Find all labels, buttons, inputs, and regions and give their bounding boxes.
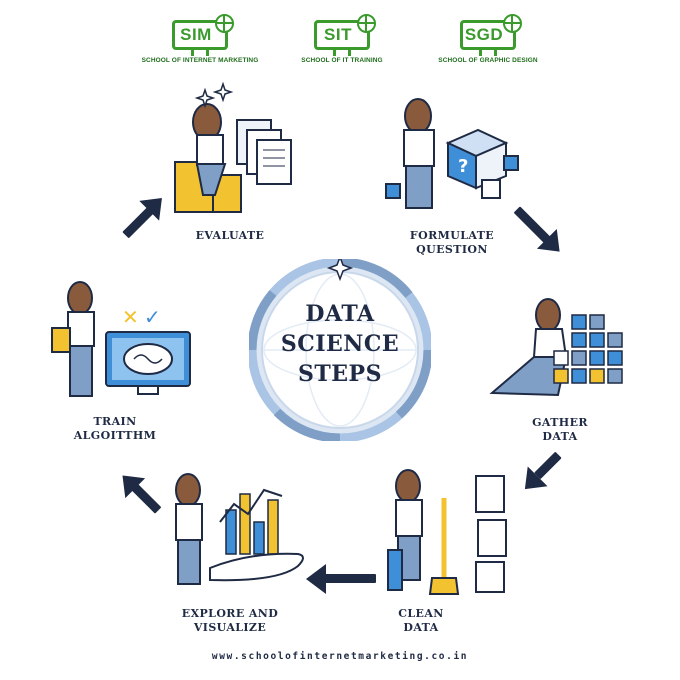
logo-subtitle: SCHOOL OF IT TRAINING <box>301 57 383 64</box>
hand-icon <box>209 552 304 582</box>
page-title: DATA SCIENCE STEPS <box>280 301 400 387</box>
monitor-logo-icon: SGD <box>460 14 522 50</box>
evaluate-illustration <box>174 81 292 213</box>
document-icon <box>236 119 292 185</box>
step-label-evaluate: EVALUATE <box>195 229 265 242</box>
globe-icon <box>215 14 234 33</box>
svg-text:?: ? <box>458 156 468 177</box>
x-mark-icon: ✕ <box>122 305 139 329</box>
globe-ring-icon <box>247 254 433 443</box>
logo-sit[interactable]: SIT SCHOOL OF IT TRAINING <box>282 14 402 64</box>
logo-subtitle: SCHOOL OF INTERNET MARKETING <box>141 57 259 64</box>
document-icon <box>475 475 507 593</box>
logo-sgd[interactable]: SGD SCHOOL OF GRAPHIC DESIGN <box>428 14 548 64</box>
center-emblem: DATA SCIENCE STEPS <box>247 254 433 443</box>
arrow-explore-to-train-icon <box>122 475 161 514</box>
monitor-logo-icon: SIM <box>172 14 234 50</box>
logo-sim[interactable]: SIM SCHOOL OF INTERNET MARKETING <box>140 14 260 64</box>
arrow-formulate-to-gather-icon <box>514 206 560 252</box>
globe-icon <box>357 14 376 33</box>
logo-subtitle: SCHOOL OF GRAPHIC DESIGN <box>438 57 538 64</box>
check-mark-icon: ✓ <box>144 305 161 329</box>
explore-illustration <box>175 473 304 585</box>
arrow-gather-to-clean-icon <box>524 452 562 490</box>
formulate-illustration: ? <box>385 98 519 209</box>
arrow-clean-to-explore-icon <box>306 564 376 594</box>
website-url-link[interactable]: www.schoolofinternetmarketing.co.in <box>211 651 469 662</box>
monitor-logo-icon: SIT <box>314 14 376 50</box>
clean-illustration <box>387 469 507 595</box>
question-cube-icon: ? <box>445 128 509 190</box>
step-label-explore-visualize: EXPLORE AND VISUALIZE <box>181 607 279 634</box>
data-grid-icon <box>553 314 623 384</box>
monitor-brain-icon <box>105 331 191 395</box>
gather-illustration <box>489 298 623 397</box>
step-label-formulate-question: FORMULATE QUESTION <box>409 229 495 256</box>
step-label-gather-data: GATHER DATA <box>532 416 588 443</box>
bar-chart-icon <box>219 488 283 555</box>
step-label-train-algorithm: TRAIN ALGOITTHM <box>73 415 157 442</box>
arrow-train-to-evaluate-icon <box>122 198 162 238</box>
train-illustration: ✕ ✓ <box>51 281 191 397</box>
step-label-clean-data: CLEAN DATA <box>398 607 444 634</box>
globe-icon <box>503 14 522 33</box>
spray-bottle-icon <box>387 549 403 591</box>
